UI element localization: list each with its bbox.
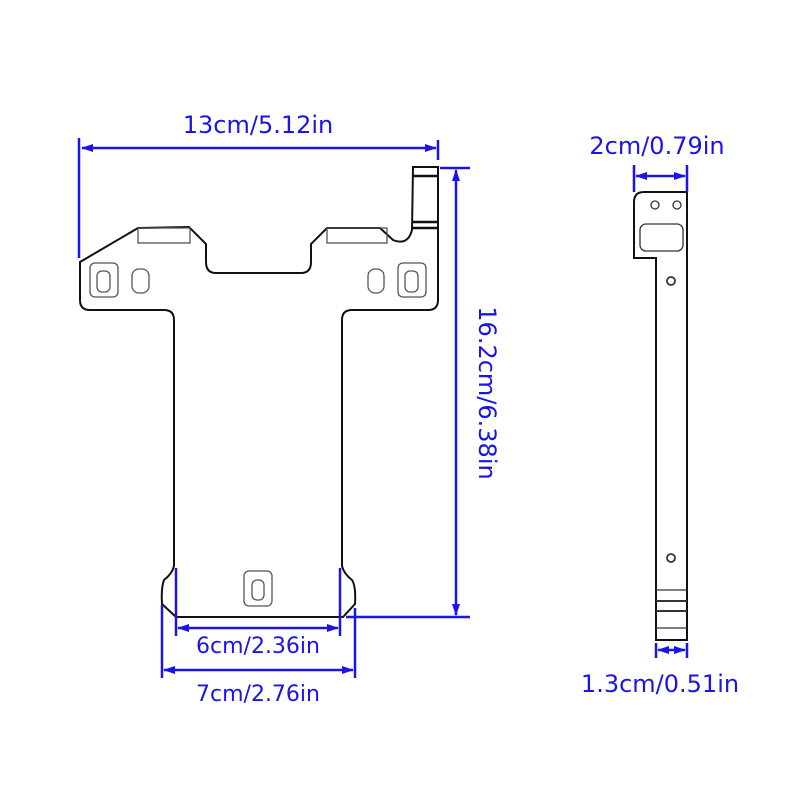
side-dimension-lines: [632, 165, 689, 658]
outer-bottom-width-label: 7cm/2.76in: [196, 682, 320, 707]
slot-left: [137, 227, 191, 244]
overall-height-label: 16.2cm/6.38in: [473, 306, 501, 480]
front-dimension-lines: [77, 138, 470, 678]
side-bottom-width-label: 1.3cm/0.51in: [580, 670, 740, 698]
hole-right: [367, 268, 385, 294]
mount-hole-left: [89, 262, 119, 298]
mount-hole-bottom: [243, 570, 273, 607]
inner-bottom-width-label: 6cm/2.36in: [196, 634, 320, 659]
mount-hole-right: [397, 262, 427, 298]
slot-right: [326, 227, 388, 244]
hole-left: [131, 268, 150, 294]
front-bracket: [79, 166, 439, 618]
overall-width-label: 13cm/5.12in: [182, 111, 334, 139]
side-bracket-details: [639, 200, 687, 629]
side-bracket: [633, 191, 688, 641]
side-top-width-label: 2cm/0.79in: [589, 132, 725, 160]
front-bracket-details: [89, 227, 427, 607]
